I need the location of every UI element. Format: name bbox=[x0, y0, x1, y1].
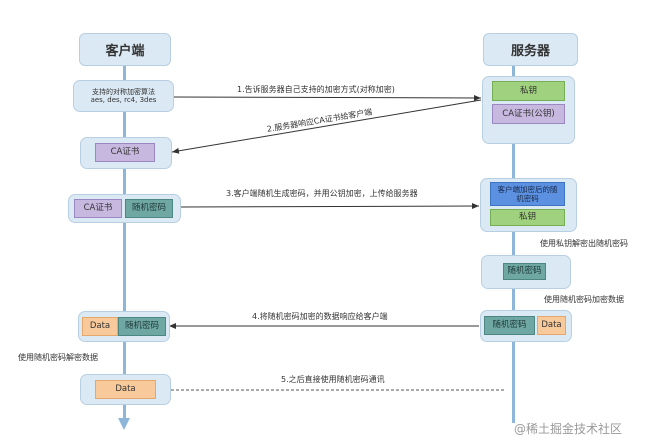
server-title: 服务器 bbox=[510, 44, 550, 59]
client-random-password: 随机密码 bbox=[118, 317, 166, 336]
message-5-label: 5.之后直接使用随机密码通讯 bbox=[281, 375, 385, 384]
supported-ciphers-list: aes, des, rc4, 3des bbox=[90, 96, 157, 104]
server-private-key: 私钥 bbox=[492, 81, 565, 101]
client-ca-box: CA证书 bbox=[80, 137, 172, 169]
client-supported-ciphers-box: 支持的对称加密算法 aes, des, rc4, 3des bbox=[73, 80, 174, 112]
server-encrypted-box: 客户端加密后的随机密码 私钥 bbox=[480, 178, 577, 232]
server-lifeline bbox=[512, 65, 515, 423]
server-encrypted-random: 客户端加密后的随机密码 bbox=[490, 182, 565, 206]
watermark: @稀土掘金技术社区 bbox=[514, 422, 623, 436]
server-encrypt-note: 使用随机密码加密数据 bbox=[544, 295, 624, 304]
server-header: 服务器 bbox=[483, 33, 578, 66]
client-ca-certificate: CA证书 bbox=[95, 143, 155, 162]
message-3-arrow bbox=[179, 203, 480, 210]
client-gen-ca-certificate: CA证书 bbox=[74, 199, 122, 218]
client-generate-box: CA证书 随机密码 bbox=[68, 194, 181, 223]
client-final-data-box: Data bbox=[80, 374, 171, 405]
client-data: Data bbox=[82, 317, 118, 336]
supported-ciphers-title: 支持的对称加密算法 bbox=[92, 87, 155, 96]
server-random-box: 随机密码 bbox=[481, 255, 571, 289]
message-1-arrow bbox=[171, 94, 482, 101]
message-3-label: 3.客户端随机生成密码，并用公钥加密，上传给服务器 bbox=[226, 189, 418, 198]
server-private-key-2: 私钥 bbox=[490, 209, 565, 226]
server-decrypt-note: 使用私钥解密出随机密码 bbox=[540, 239, 628, 248]
client-title: 客户端 bbox=[105, 44, 145, 59]
client-gen-random-password: 随机密码 bbox=[125, 199, 173, 218]
client-final-data: Data bbox=[95, 380, 156, 399]
client-data-random-box: Data 随机密码 bbox=[78, 311, 170, 342]
server-key-box: 私钥 CA证书(公钥) bbox=[482, 76, 575, 144]
server-data: Data bbox=[537, 316, 566, 335]
client-decrypt-note: 使用随机密码解密数据 bbox=[18, 353, 98, 362]
message-2-arrow bbox=[171, 99, 482, 154]
client-lifeline-arrowhead bbox=[118, 418, 130, 430]
server-random-password-2: 随机密码 bbox=[484, 316, 535, 335]
server-random-data-box: 随机密码 Data bbox=[480, 310, 572, 342]
message-1-label: 1.告诉服务器自己支持的加密方式(对称加密) bbox=[237, 85, 395, 94]
server-random-password: 随机密码 bbox=[503, 263, 546, 280]
server-ca-certificate: CA证书(公钥) bbox=[492, 104, 565, 124]
client-header: 客户端 bbox=[79, 33, 171, 66]
client-lifeline bbox=[123, 65, 126, 423]
message-4-label: 4.将随机密码加密的数据响应给客户端 bbox=[252, 312, 388, 321]
